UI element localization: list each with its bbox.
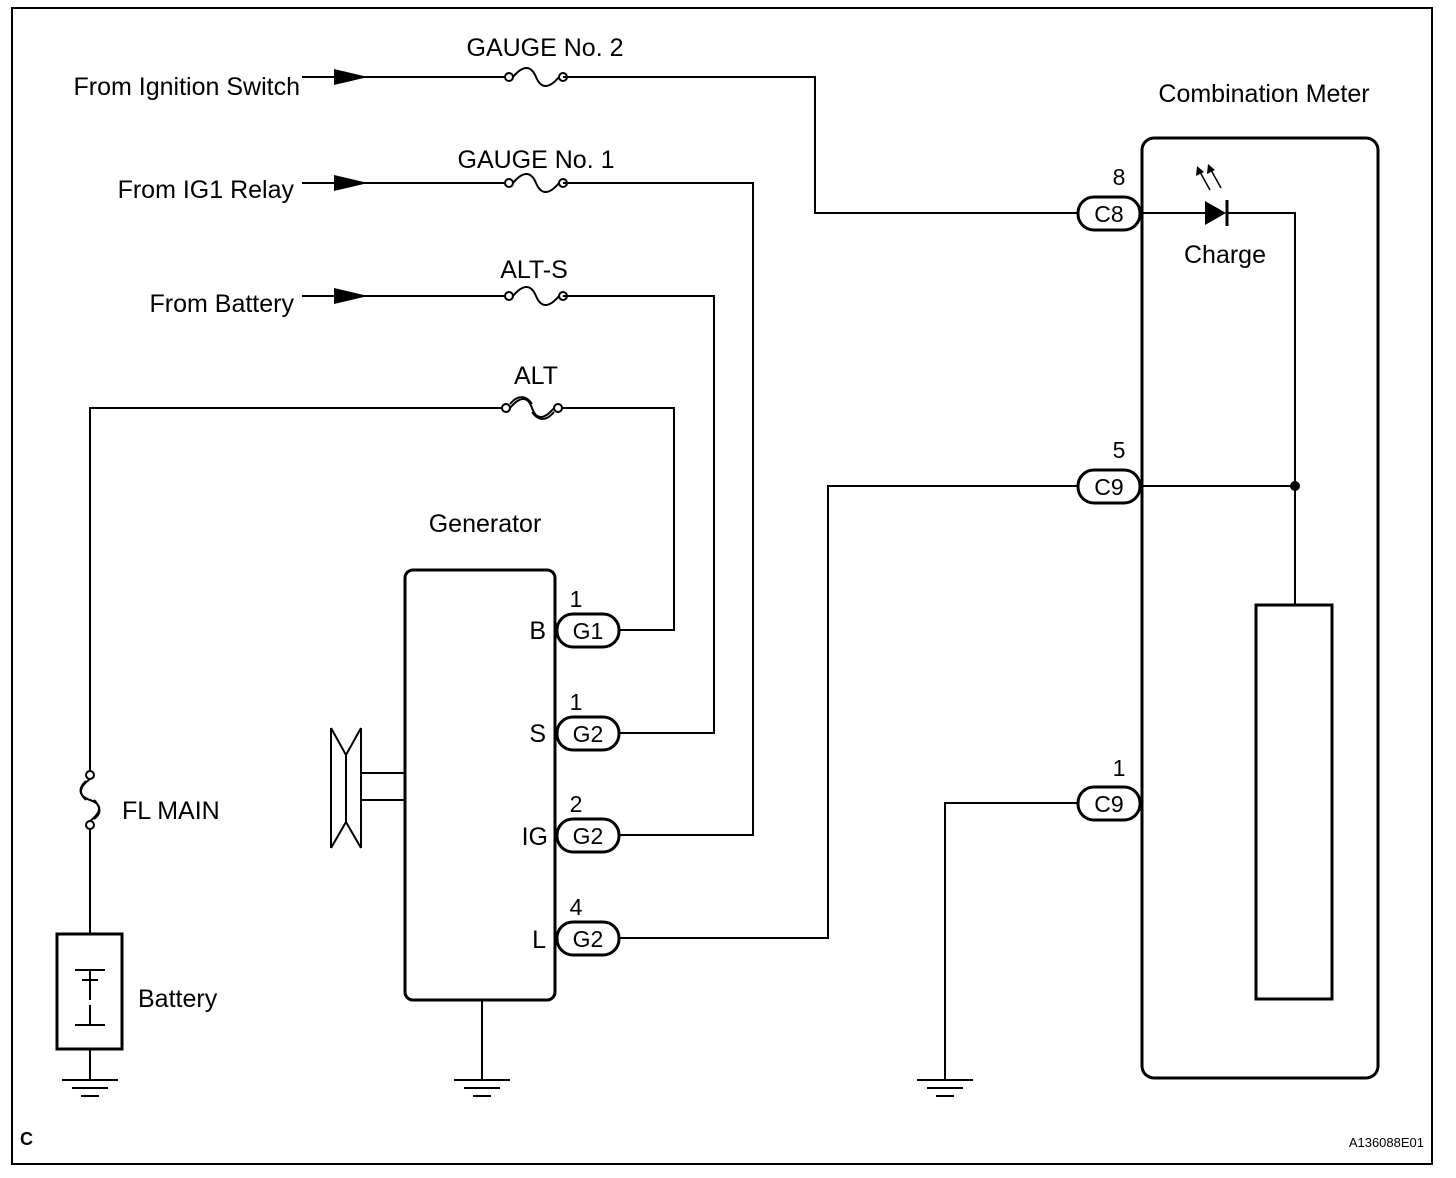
label-from-battery: From Battery bbox=[150, 290, 295, 318]
arrow-icon bbox=[334, 69, 368, 85]
pin-number: 8 bbox=[1113, 164, 1126, 190]
connector-code: C8 bbox=[1094, 201, 1123, 227]
combination-meter-box bbox=[1140, 136, 1380, 1080]
connector-g2-s bbox=[555, 715, 621, 752]
junction-dot bbox=[1290, 481, 1300, 491]
label-from-ignition-switch: From Ignition Switch bbox=[74, 73, 300, 101]
label-fl-main: FL MAIN bbox=[122, 797, 220, 825]
fuse-label-gauge1: GAUGE No. 1 bbox=[458, 146, 615, 174]
fusible-link-alt-icon bbox=[501, 396, 563, 420]
connector-code: G2 bbox=[573, 823, 604, 849]
arrow-icon bbox=[334, 288, 368, 304]
terminal-name: L bbox=[532, 926, 546, 954]
fuse-gauge1-icon bbox=[504, 173, 568, 193]
pin-number: 1 bbox=[570, 689, 583, 715]
label-from-ig1-relay: From IG1 Relay bbox=[118, 176, 295, 204]
pin-number: 1 bbox=[570, 586, 583, 612]
label-combination-meter: Combination Meter bbox=[1158, 80, 1369, 108]
ignition-switch-line bbox=[302, 67, 1078, 214]
terminal-name: S bbox=[529, 720, 546, 748]
battery-line bbox=[302, 286, 715, 734]
fuse-label-gauge2: GAUGE No. 2 bbox=[467, 34, 624, 62]
ground-icon bbox=[916, 1079, 974, 1097]
fuse-gauge2-icon bbox=[504, 67, 568, 87]
terminal-name: B bbox=[529, 617, 546, 645]
corner-mark: C bbox=[20, 1129, 33, 1149]
label-battery: Battery bbox=[138, 985, 218, 1013]
label-charge: Charge bbox=[1184, 241, 1266, 269]
arrow-icon bbox=[334, 175, 368, 191]
connector-code: G2 bbox=[573, 721, 604, 747]
ig1-relay-line bbox=[302, 173, 754, 836]
terminal-name: IG bbox=[522, 823, 548, 851]
fuse-label-alt: ALT bbox=[514, 362, 558, 390]
pin-number: 5 bbox=[1113, 437, 1126, 463]
fuse-alts-icon bbox=[504, 286, 568, 306]
connector-code: C9 bbox=[1094, 474, 1123, 500]
pulley-icon bbox=[330, 727, 405, 849]
meter-ic-block bbox=[1254, 603, 1334, 1001]
pin-number: 1 bbox=[1113, 755, 1126, 781]
fuse-label-alts: ALT-S bbox=[500, 256, 568, 284]
alt-line bbox=[89, 396, 675, 771]
ground-icon bbox=[61, 1079, 119, 1097]
connector-code: G2 bbox=[573, 926, 604, 952]
ground-icon bbox=[453, 1079, 511, 1097]
pin-number: 4 bbox=[570, 894, 583, 920]
battery-symbol bbox=[55, 932, 124, 1080]
generator-box bbox=[403, 568, 557, 1002]
connector-g2-ig bbox=[555, 817, 621, 854]
fl-main-fuse-icon bbox=[79, 770, 101, 830]
connector-code: G1 bbox=[573, 618, 604, 644]
figure-code: A136088E01 bbox=[1349, 1135, 1424, 1150]
charge-lamp-led-icon bbox=[1196, 164, 1229, 226]
connector-code: C9 bbox=[1094, 791, 1123, 817]
connector-g1-b bbox=[555, 612, 621, 649]
diagram-frame bbox=[11, 7, 1433, 1165]
pin-number: 2 bbox=[570, 791, 583, 817]
label-generator: Generator bbox=[429, 510, 542, 538]
